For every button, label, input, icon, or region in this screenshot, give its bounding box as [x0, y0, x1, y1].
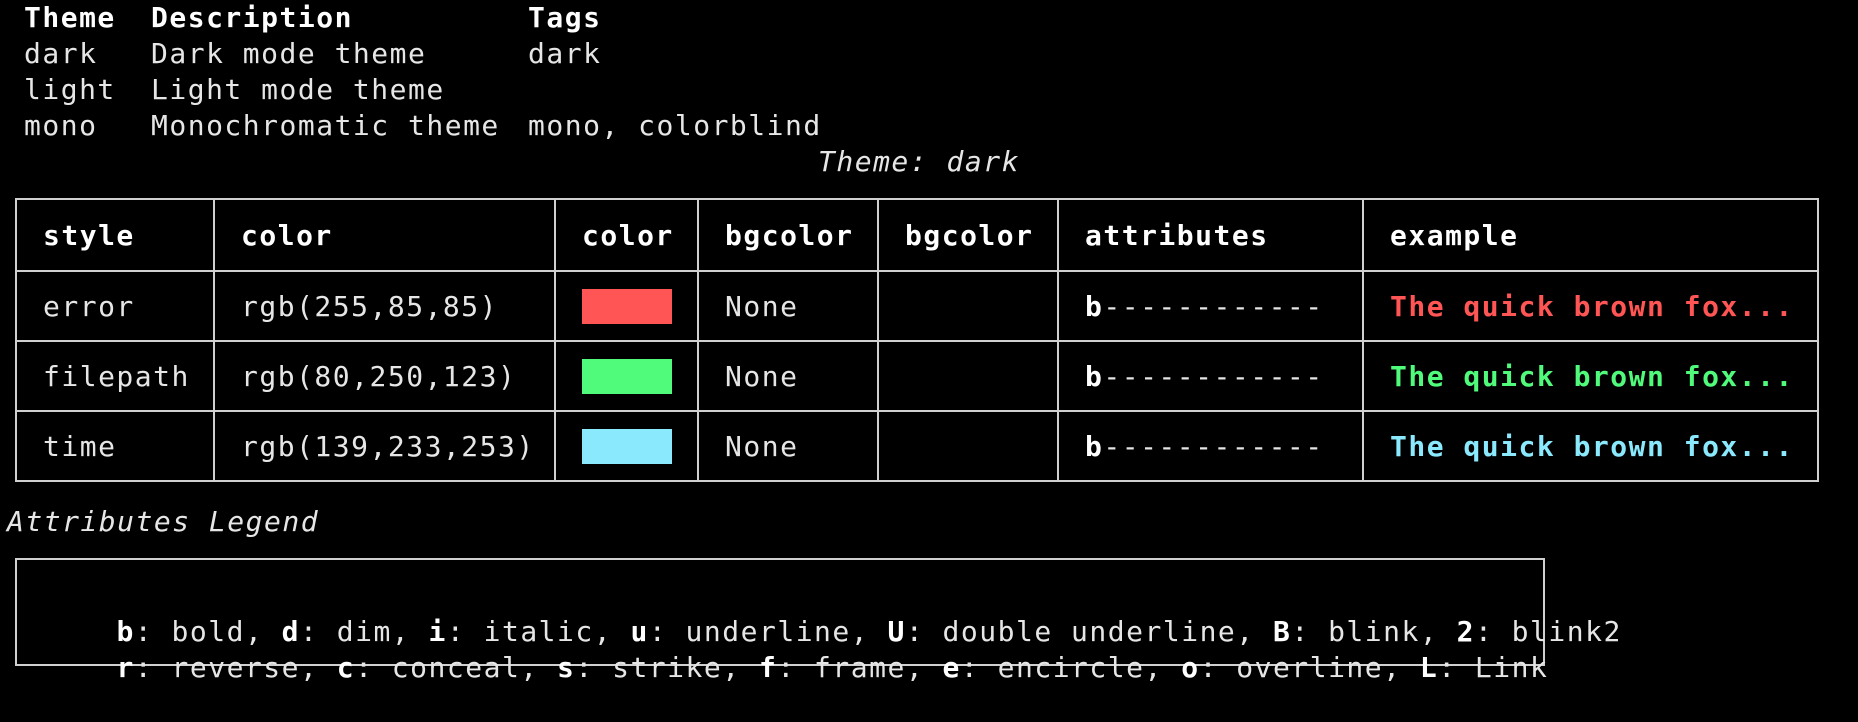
attributes-legend: b: bold, d: dim, i: italic, u: underline… — [15, 558, 1620, 684]
theme-tags: dark — [528, 37, 602, 70]
theme-name: mono — [24, 109, 98, 142]
color-swatch — [582, 288, 672, 324]
legend-key: b — [116, 615, 135, 648]
styles-table: style color color bgcolor bgcolor attrib… — [15, 198, 1819, 482]
attributes-cell: b------------ — [1057, 270, 1364, 342]
bgcolor-swatch-cell — [877, 410, 1059, 482]
legend-label: : bold, — [134, 615, 282, 648]
column-header-bgcolor-swatch: bgcolor — [877, 198, 1059, 272]
attribute-flag: b — [1085, 359, 1104, 393]
theme-description: Dark mode theme — [151, 37, 427, 70]
legend-key: c — [336, 651, 356, 684]
example-text: The quick brown fox... — [1390, 289, 1794, 323]
legend-label: : underline, — [648, 615, 888, 648]
style-name: error — [15, 270, 215, 342]
example-cell: The quick brown fox... — [1362, 270, 1819, 342]
column-header-color-swatch: color — [554, 198, 699, 272]
color-swatch — [582, 358, 672, 394]
legend-label: : dim, — [300, 615, 429, 648]
example-cell: The quick brown fox... — [1362, 340, 1819, 412]
theme-list: Theme Description Tags dark Dark mode th… — [24, 0, 820, 144]
bgcolor-value: None — [697, 410, 879, 482]
bgcolor-swatch-cell — [877, 340, 1059, 412]
theme-description: Monochromatic theme — [151, 109, 500, 142]
legend-label: : blink2 — [1474, 615, 1622, 648]
tags-header: Tags — [528, 1, 602, 34]
table-row: error rgb(255,85,85) None b------------ … — [15, 270, 1819, 342]
legend-key: s — [557, 651, 576, 684]
bgcolor-value: None — [697, 270, 879, 342]
attribute-flag: b — [1085, 429, 1104, 463]
legend-label: : overline, — [1199, 651, 1420, 684]
attributes-cell: b------------ — [1057, 340, 1364, 412]
attributes-cell: b------------ — [1057, 410, 1364, 482]
legend-label: : italic, — [446, 615, 631, 648]
theme-header: Theme — [24, 1, 116, 34]
table-caption: Theme: dark — [818, 145, 1020, 178]
legend-label: : strike, — [575, 651, 759, 684]
theme-list-header: Theme Description Tags — [24, 0, 600, 36]
legend-label: : blink, — [1291, 615, 1457, 648]
description-header: Description — [151, 1, 353, 34]
legend-label: : frame, — [777, 651, 943, 684]
color-value: rgb(139,233,253) — [213, 410, 556, 482]
legend-key: B — [1273, 615, 1292, 648]
legend-key: o — [1181, 651, 1200, 684]
legend-key: i — [428, 615, 447, 648]
column-header-example: example — [1362, 198, 1819, 272]
theme-row-mono: mono Monochromatic theme mono, colorblin… — [24, 108, 820, 144]
theme-description: Light mode theme — [151, 73, 445, 106]
legend-label: : encircle, — [960, 651, 1182, 684]
attribute-placeholders: ------------ — [1103, 429, 1324, 463]
legend-label: : Link — [1438, 651, 1549, 684]
attribute-flag: b — [1085, 289, 1104, 323]
legend-key: U — [887, 615, 906, 648]
column-header-color: color — [213, 198, 556, 272]
legend-key: r — [116, 651, 135, 684]
legend-key: 2 — [1456, 615, 1475, 648]
legend-key: f — [758, 651, 778, 684]
color-swatch-cell — [554, 410, 699, 482]
theme-name: light — [24, 73, 116, 106]
table-row: time rgb(139,233,253) None b------------… — [15, 410, 1819, 482]
legend-key: e — [942, 651, 961, 684]
color-value: rgb(255,85,85) — [213, 270, 556, 342]
attribute-placeholders: ------------ — [1103, 359, 1324, 393]
attribute-placeholders: ------------ — [1103, 289, 1324, 323]
legend-line-2: r: reverse, c: conceal, s: strike, f: fr… — [43, 614, 1548, 722]
color-swatch-cell — [554, 270, 699, 342]
legend-key: u — [630, 615, 649, 648]
legend-key: L — [1419, 651, 1439, 684]
legend-label: : double underline, — [905, 615, 1273, 648]
column-header-bgcolor: bgcolor — [697, 198, 879, 272]
color-value: rgb(80,250,123) — [213, 340, 556, 412]
color-swatch-cell — [554, 340, 699, 412]
example-text: The quick brown fox... — [1390, 359, 1794, 393]
theme-name: dark — [24, 37, 98, 70]
theme-tags: mono, colorblind — [528, 109, 822, 142]
column-header-style: style — [15, 198, 215, 272]
table-header-row: style color color bgcolor bgcolor attrib… — [15, 198, 1819, 272]
theme-row-light: light Light mode theme — [24, 72, 443, 108]
example-text: The quick brown fox... — [1390, 429, 1794, 463]
style-name: time — [15, 410, 215, 482]
style-name: filepath — [15, 340, 215, 412]
legend-line-1: b: bold, d: dim, i: italic, u: underline… — [43, 578, 1622, 686]
legend-label: : reverse, — [134, 651, 337, 684]
legend-title: Attributes Legend — [7, 505, 320, 538]
bgcolor-swatch-cell — [877, 270, 1059, 342]
theme-row-dark: dark Dark mode theme dark — [24, 36, 600, 72]
bgcolor-value: None — [697, 340, 879, 412]
example-cell: The quick brown fox... — [1362, 410, 1819, 482]
column-header-attributes: attributes — [1057, 198, 1364, 272]
table-row: filepath rgb(80,250,123) None b---------… — [15, 340, 1819, 412]
color-swatch — [582, 428, 672, 464]
legend-label: : conceal, — [355, 651, 558, 684]
legend-key: d — [281, 615, 301, 648]
